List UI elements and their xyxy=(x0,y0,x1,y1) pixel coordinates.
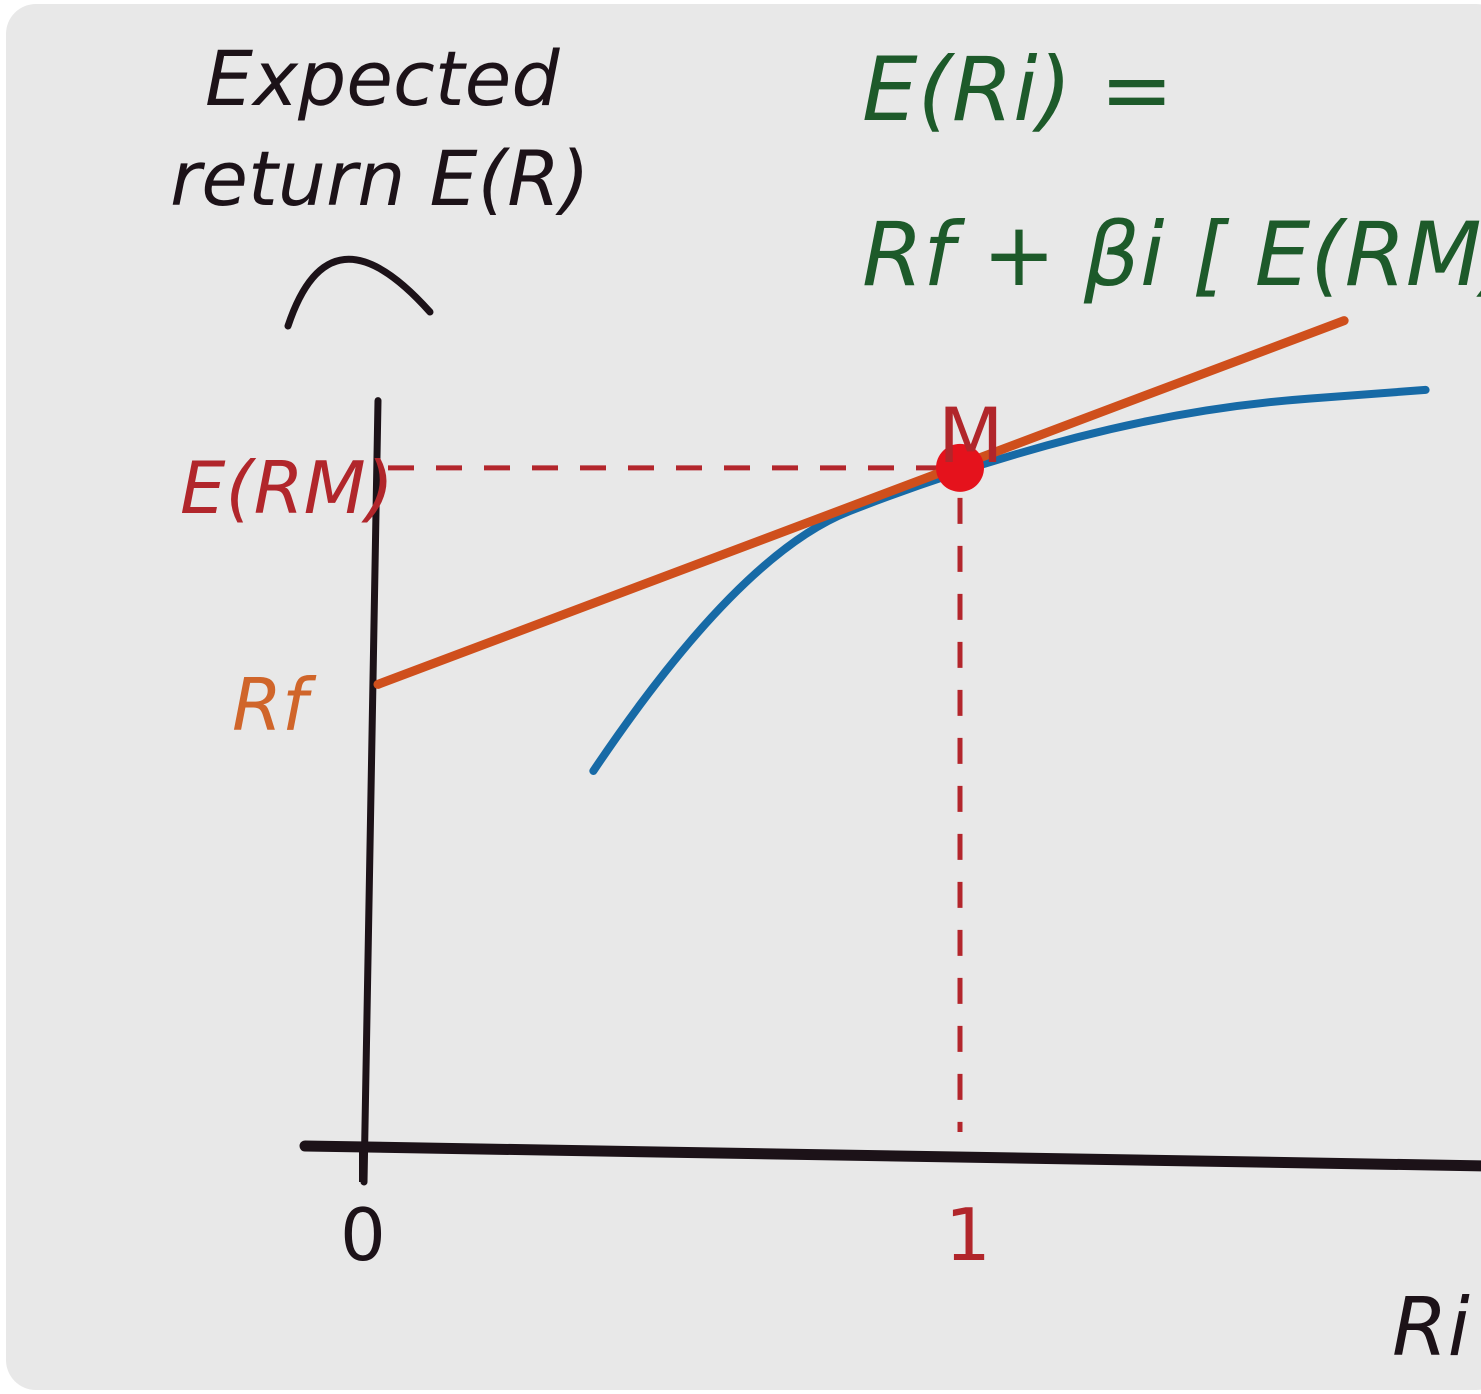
market-portfolio-point xyxy=(936,443,984,492)
y-axis-title-line-2: return E(R) xyxy=(170,134,590,223)
capm-formula-line-2: Rf + βi [ E(RM) xyxy=(862,203,1481,306)
market-point-label: M xyxy=(938,391,1004,480)
chart-background xyxy=(6,4,1481,1390)
x-axis-title: Ri xyxy=(1392,1281,1470,1374)
capm-formula-line-1: E(Ri) = xyxy=(862,38,1174,141)
x-tick-label-0: 0 xyxy=(340,1193,386,1277)
security-market-line xyxy=(373,316,1349,689)
y-axis-line xyxy=(360,397,382,1186)
y-tick-label-e-rm: E(RM) xyxy=(180,446,394,530)
x-tick-label-1: 1 xyxy=(945,1193,991,1277)
y-axis-title-line-1: Expected xyxy=(205,34,560,123)
x-axis-line xyxy=(299,1140,1481,1172)
y-axis-arrow-arc xyxy=(284,256,434,330)
y-tick-label-rf: Rf xyxy=(232,663,317,747)
